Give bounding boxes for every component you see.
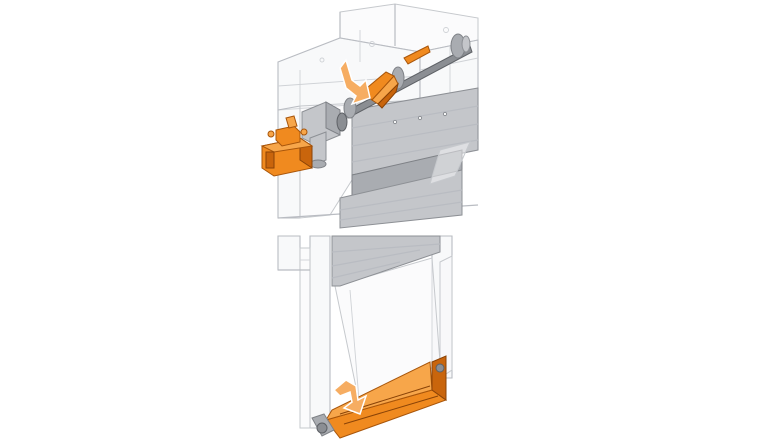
drive-shaft xyxy=(343,33,473,119)
panel-lowering-arrow xyxy=(332,379,368,415)
gear-motor xyxy=(301,101,348,169)
hydraulic-unit xyxy=(260,115,314,177)
shaft-rotation-arrow xyxy=(339,58,371,106)
shutter-panel xyxy=(339,87,479,229)
lower-frame xyxy=(277,235,453,429)
